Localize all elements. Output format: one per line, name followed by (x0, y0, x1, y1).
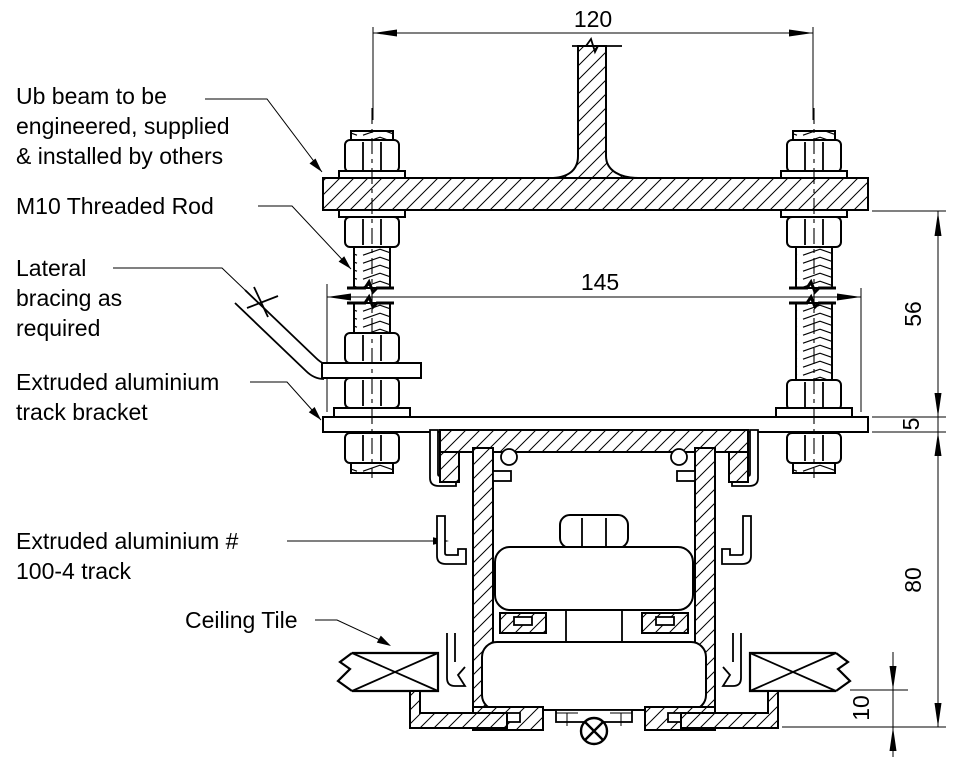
carrier-block-left (499, 612, 547, 634)
dimension-right-stack: 56 5 80 10 (782, 210, 946, 757)
tile-clip-left (446, 633, 467, 687)
beam-web (549, 45, 639, 179)
ub-beam (322, 36, 869, 211)
leader-ceiling-tile (315, 619, 391, 646)
callout-m10-threaded-rod: M10 Threaded Rod (16, 193, 214, 219)
callout-ceiling-tile: Ceiling Tile (185, 607, 298, 633)
dimension-120: 120 (372, 6, 814, 120)
ceiling-tile-left (336, 651, 440, 693)
dim-text-120: 120 (574, 6, 612, 32)
roller-upper (494, 546, 694, 611)
track-hat-hook-left (439, 451, 460, 483)
leader-m10-rod (258, 205, 352, 270)
bracing-line-2 (234, 302, 325, 380)
tile-clip-right (721, 633, 742, 687)
ceiling-trim-right (680, 690, 779, 729)
tile-break-edge (336, 652, 353, 692)
rod-break-mark (789, 293, 836, 310)
tile-cross-hatch (749, 652, 837, 692)
dim-arrow-left (373, 29, 397, 37)
dim-text-145: 145 (581, 269, 619, 295)
trolley-bolt (559, 514, 629, 549)
dim-text-80: 80 (900, 567, 926, 593)
leader-track-100-4 (287, 537, 449, 545)
screw-boss-left (500, 448, 518, 466)
leader-lateral-bracing (113, 267, 337, 380)
roller-lower (481, 641, 707, 711)
dim-text-56: 56 (900, 301, 926, 327)
callout-track-100-4: Extruded aluminium #100-4 track (16, 528, 239, 584)
bracing-cross-mark (246, 286, 279, 318)
beam-web-break-line (572, 36, 622, 55)
track-assembly (429, 429, 759, 746)
dim-text-10: 10 (848, 695, 874, 721)
screw-boss-right (670, 448, 688, 466)
side-clip-left (436, 515, 467, 565)
carrier-block-right (641, 612, 689, 634)
wall-tab-right (676, 470, 696, 482)
tile-break-edge (835, 652, 852, 692)
ceiling-trim-left (409, 690, 508, 729)
roller-axle-links (565, 610, 623, 643)
rod-break-mark (347, 278, 394, 295)
dimension-145: 145 (326, 269, 862, 412)
dim-text-5: 5 (898, 418, 924, 431)
track-hat-hook-right (728, 451, 749, 483)
track-hat-bar (439, 429, 749, 453)
rod-break-mark (347, 293, 394, 310)
leader-track-bracket (250, 381, 322, 421)
tile-cross-hatch (351, 652, 439, 692)
bottom-fitting-ticks (556, 712, 632, 726)
beam-flange (322, 177, 869, 211)
bracing-line-1 (244, 289, 337, 367)
dim-arrow-right (789, 29, 813, 37)
circle-cross-symbol (579, 716, 609, 746)
ceiling-tile-right (748, 651, 852, 693)
wall-tab-left (492, 470, 512, 482)
side-clip-right (721, 515, 752, 565)
leader-ub-beam (205, 98, 323, 173)
rod-break-mark (789, 278, 836, 295)
